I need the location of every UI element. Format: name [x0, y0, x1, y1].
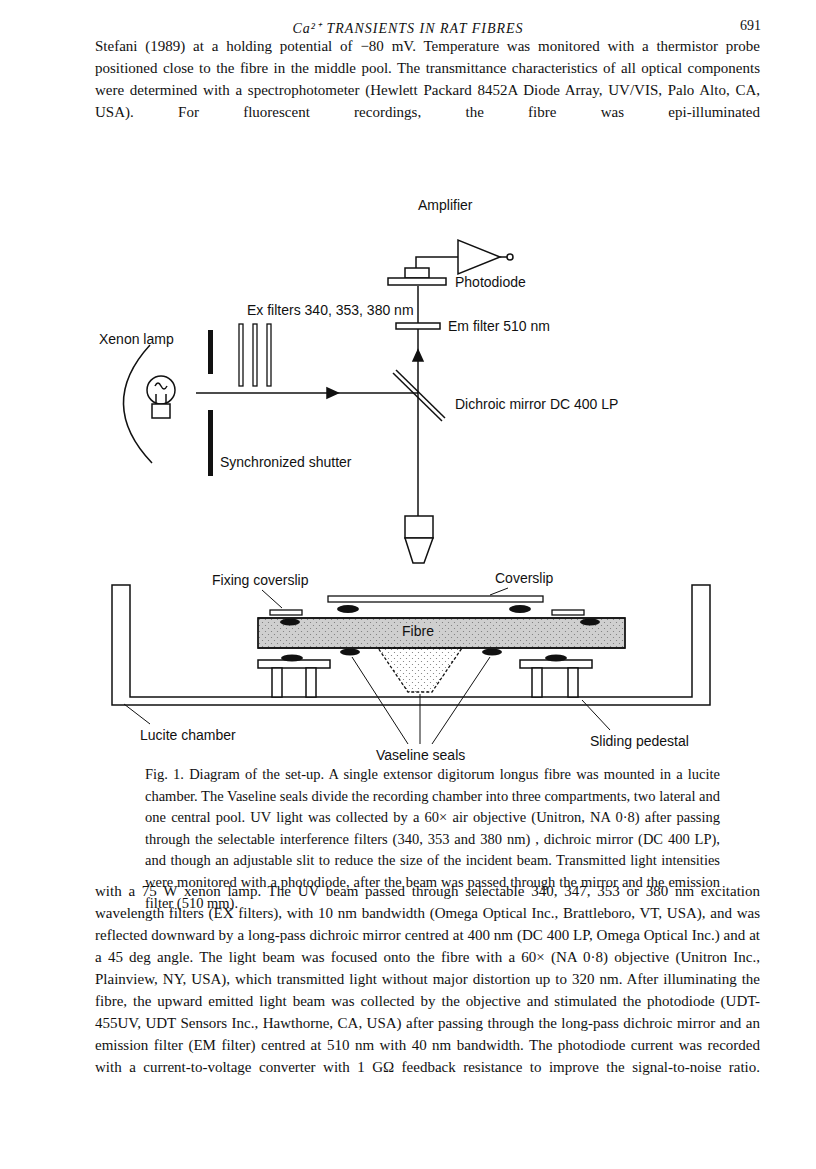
objective [405, 538, 433, 563]
leader-lines [582, 700, 610, 730]
coverslips [270, 610, 302, 615]
dichroic-mirror [393, 370, 445, 421]
vaseline-seals [482, 649, 502, 656]
fibre-label: Fibre [399, 623, 437, 639]
sliding-pedestals [306, 668, 316, 697]
vaseline-seals [580, 619, 600, 626]
shutter [208, 410, 213, 476]
running-header: Ca²⁺ TRANSIENTS IN RAT FIBRES [0, 18, 816, 37]
part-label: Lucite chamber [140, 727, 236, 743]
leader-lines [352, 657, 408, 744]
amplifier-symbol [458, 240, 500, 274]
part-label: Em filter 510 nm [448, 318, 550, 334]
objective [405, 516, 433, 563]
body-paragraph: Stefani (1989) at a holding potential of… [95, 35, 760, 123]
sliding-pedestals [568, 668, 578, 697]
part-label: Amplifier [418, 197, 472, 213]
signal-wire [416, 257, 458, 268]
signal-wire [416, 257, 458, 268]
coverslips [328, 596, 543, 602]
excitation-filters [267, 324, 271, 386]
excitation-filters [253, 324, 257, 386]
part-label: Sliding pedestal [590, 733, 689, 749]
leader-lines [432, 657, 490, 744]
vaseline-seals [545, 655, 567, 662]
light-beam [417, 286, 419, 516]
part-label: Coverslip [495, 570, 553, 586]
vaseline-seals [280, 619, 300, 626]
vaseline-seals [340, 649, 360, 656]
xenon-lamp [123, 345, 175, 463]
vaseline-seals [281, 655, 303, 662]
photodiode-symbol [388, 268, 446, 285]
recording-bath [378, 648, 462, 692]
page-number: 691 [740, 18, 761, 34]
xenon-lamp [155, 394, 157, 404]
leader-lines [490, 588, 508, 595]
photodiode-symbol [405, 268, 429, 278]
recording-bath [258, 618, 625, 648]
recording-bath [258, 618, 625, 692]
figure-caption: Fig. 1. Diagram of the set-up. A single … [145, 764, 720, 915]
part-label: Vaseline seals [376, 747, 465, 763]
xenon-lamp [152, 404, 170, 418]
coverslips [552, 610, 584, 615]
xenon-lamp [165, 394, 167, 404]
fibre-band-label: Fibre [399, 622, 437, 640]
vaseline-seals [509, 605, 531, 613]
lucite-chamber [112, 585, 710, 705]
shutter [208, 330, 213, 476]
leader-lines [124, 704, 150, 724]
amplifier-symbol [500, 256, 507, 258]
part-label: Dichroic mirror DC 400 LP [455, 396, 618, 412]
photodiode-symbol [388, 278, 446, 285]
sliding-pedestals [532, 668, 542, 697]
part-label: Ex filters 340, 353, 380 nm [247, 302, 414, 318]
xenon-lamp [155, 383, 167, 389]
xenon-lamp [123, 345, 152, 463]
amplifier-symbol [507, 254, 513, 260]
sliding-pedestals [272, 668, 282, 697]
vaseline-seals [337, 605, 359, 613]
part-label: Photodiode [455, 274, 526, 290]
part-label: Fixing coverslip [212, 572, 308, 588]
light-beam [413, 350, 423, 361]
light-beam [196, 286, 423, 516]
excitation-filters [239, 324, 271, 386]
shutter [208, 330, 213, 374]
dichroic-mirror [396, 370, 445, 418]
light-beam [196, 392, 418, 394]
leader-lines [262, 590, 282, 608]
part-label: Xenon lamp [99, 331, 174, 347]
emission-filter [396, 323, 440, 329]
vaseline-seals [280, 605, 600, 662]
part-label: Synchronized shutter [220, 454, 352, 470]
objective [405, 516, 433, 538]
excitation-filters [239, 324, 243, 386]
xenon-lamp [147, 376, 175, 404]
dichroic-mirror [393, 373, 442, 421]
coverslips [270, 596, 584, 615]
lucite-chamber [112, 585, 710, 705]
amplifier-symbol [458, 240, 513, 274]
light-beam [327, 388, 338, 398]
recording-bath [258, 618, 625, 648]
leader-lines [420, 694, 421, 744]
emission-filter [396, 323, 440, 329]
leader-lines [124, 588, 610, 744]
